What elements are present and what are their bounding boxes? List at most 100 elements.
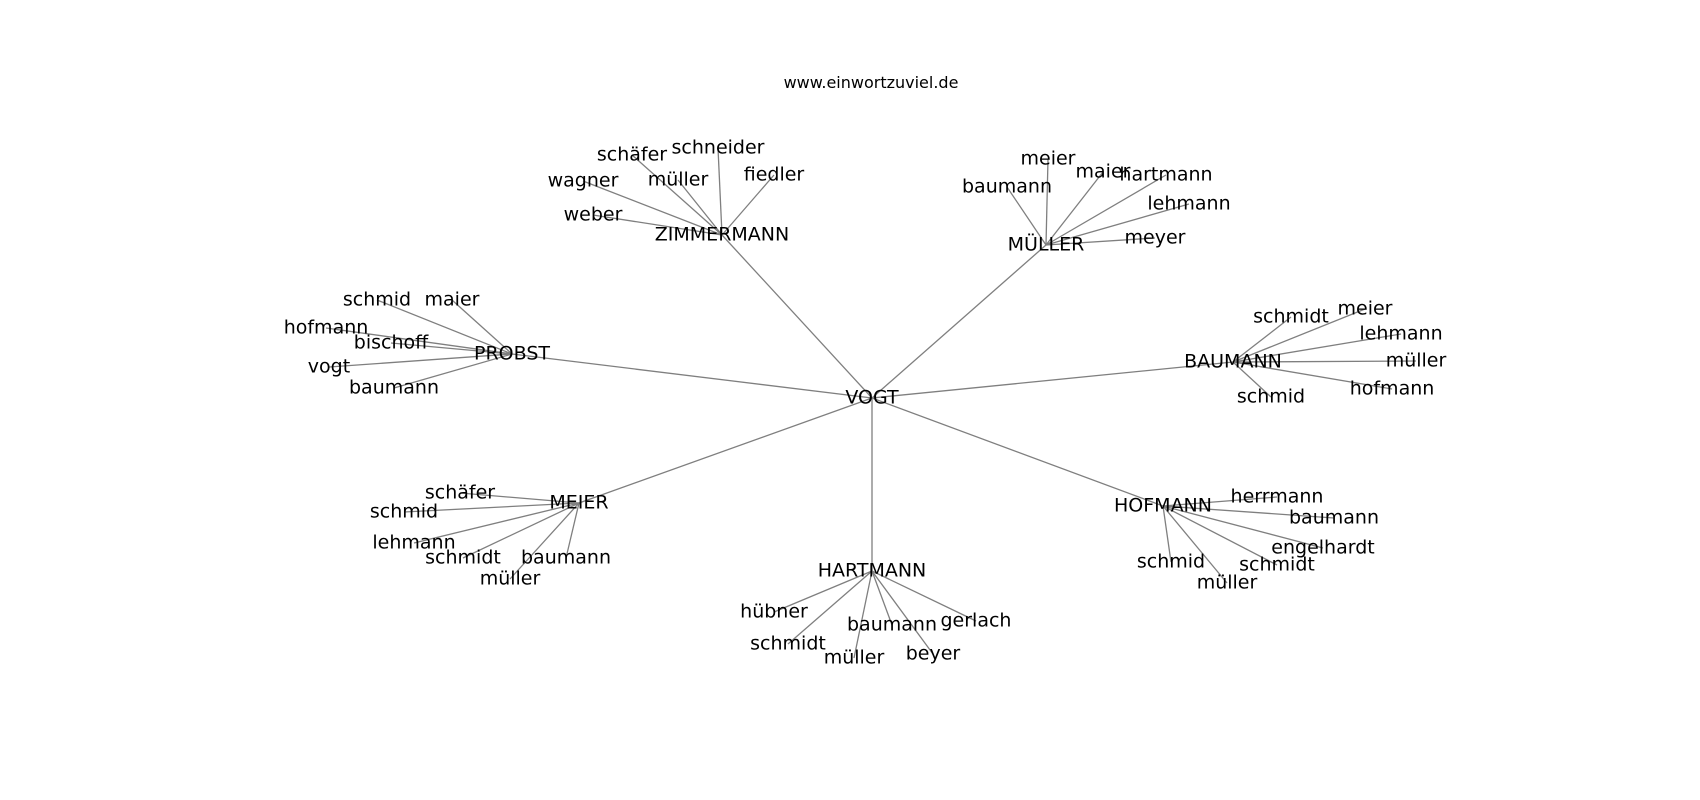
edge — [393, 353, 513, 389]
leaf-node-label: meyer — [1125, 227, 1186, 249]
edge — [1232, 361, 1393, 390]
edge — [1162, 496, 1278, 507]
edge — [1045, 174, 1167, 246]
leaf-node-label: weber — [564, 204, 623, 226]
leaf-node-label: fiedler — [744, 164, 805, 186]
edge — [853, 570, 873, 659]
cluster-node-label: PROBST — [474, 343, 550, 365]
edge — [631, 154, 723, 236]
leaf-node-label: meier — [1338, 298, 1393, 320]
edge — [871, 570, 977, 622]
leaf-node-label: müller — [648, 169, 709, 191]
edge — [592, 214, 723, 236]
leaf-node-label: maier — [425, 289, 480, 311]
leaf-node-label: schäfer — [425, 482, 495, 504]
edge — [773, 570, 873, 613]
edge — [871, 244, 1047, 399]
leaf-node-label: hübner — [740, 601, 808, 623]
edge — [871, 570, 934, 655]
edge — [1162, 505, 1228, 584]
leaf-node-label: lehmann — [1359, 323, 1442, 345]
cluster-node-label: HOFMANN — [1114, 495, 1212, 517]
edge — [1162, 505, 1278, 566]
edge — [677, 179, 723, 236]
leaf-node-label: schmid — [1237, 386, 1305, 408]
cluster-node-label: BAUMANN — [1184, 351, 1282, 373]
leaf-node-label: beyer — [906, 643, 961, 665]
leaf-node-label: baumann — [847, 614, 937, 636]
edge — [1045, 171, 1104, 246]
edge — [328, 353, 513, 368]
leaf-node-label: schneider — [672, 137, 765, 159]
leaf-node-label: baumann — [349, 377, 439, 399]
edge — [459, 492, 580, 504]
leaf-node-label: müller — [1197, 572, 1258, 594]
cluster-node-label: MEIER — [549, 492, 608, 514]
leaf-node-label: vogt — [308, 356, 350, 378]
leaf-node-label: schmid — [343, 289, 411, 311]
edge — [413, 502, 580, 544]
edge — [1162, 505, 1172, 563]
edge — [325, 327, 513, 355]
edge — [1232, 333, 1402, 363]
edge — [1006, 186, 1047, 246]
leaf-node-label: schmidt — [1239, 554, 1315, 576]
edge — [787, 570, 873, 645]
leaf-node-label: hofmann — [284, 317, 369, 339]
leaf-node-label: schmid — [1137, 551, 1205, 573]
edge — [871, 361, 1234, 399]
edge — [1232, 316, 1292, 363]
leaf-node-label: herrmann — [1231, 486, 1324, 508]
edge — [721, 174, 775, 236]
edge — [511, 353, 873, 399]
edge — [376, 299, 513, 355]
edge — [509, 502, 580, 580]
leaf-node-label: schmidt — [425, 547, 501, 569]
edges — [325, 147, 1417, 659]
leaf-node-label: hofmann — [1350, 378, 1435, 400]
leaf-node-label: hartmann — [1119, 164, 1212, 186]
cluster-node-label: ZIMMERMANN — [655, 224, 789, 246]
leaf-node-label: schmidt — [1253, 306, 1329, 328]
leaf-node-label: engelhardt — [1271, 537, 1374, 559]
edge — [721, 234, 873, 399]
leaf-node-label: lehmann — [372, 532, 455, 554]
site-url: www.einwortzuviel.de — [784, 73, 959, 92]
edge — [1045, 237, 1156, 246]
leaf-node-label: lehmann — [1147, 193, 1230, 215]
edge — [390, 342, 513, 355]
edge — [871, 397, 1164, 507]
leaf-node-label: bischoff — [354, 332, 429, 354]
edge — [565, 502, 580, 559]
leaf-node-label: müller — [1386, 350, 1447, 372]
edge — [582, 180, 723, 236]
edge — [1045, 158, 1049, 246]
leaf-node-label: schmid — [370, 501, 438, 523]
leaf-node-label: baumann — [1289, 507, 1379, 529]
leaf-node-label: meier — [1021, 148, 1076, 170]
edge — [578, 397, 873, 504]
edge — [462, 502, 580, 559]
leaf-node-label: maier — [1076, 161, 1131, 183]
root-node-label: VOGT — [845, 387, 899, 409]
leaf-node-label: baumann — [521, 547, 611, 569]
cluster-node-label: MÜLLER — [1008, 233, 1085, 256]
leaf-node-label: schmidt — [750, 633, 826, 655]
leaf-node-label: müller — [480, 568, 541, 590]
edge — [403, 502, 580, 513]
cluster-node-label: HARTMANN — [818, 560, 927, 582]
edge — [1162, 505, 1335, 519]
leaf-node-label: schäfer — [597, 144, 667, 166]
edge — [1232, 361, 1272, 398]
leaf-node-label: müller — [824, 647, 885, 669]
edge — [871, 570, 893, 626]
edge — [717, 147, 723, 236]
edge — [1232, 308, 1366, 363]
edge — [1232, 360, 1417, 363]
leaf-node-label: wagner — [548, 170, 619, 192]
edge — [1162, 505, 1324, 549]
edge — [451, 299, 513, 355]
leaf-node-label: baumann — [962, 176, 1052, 198]
